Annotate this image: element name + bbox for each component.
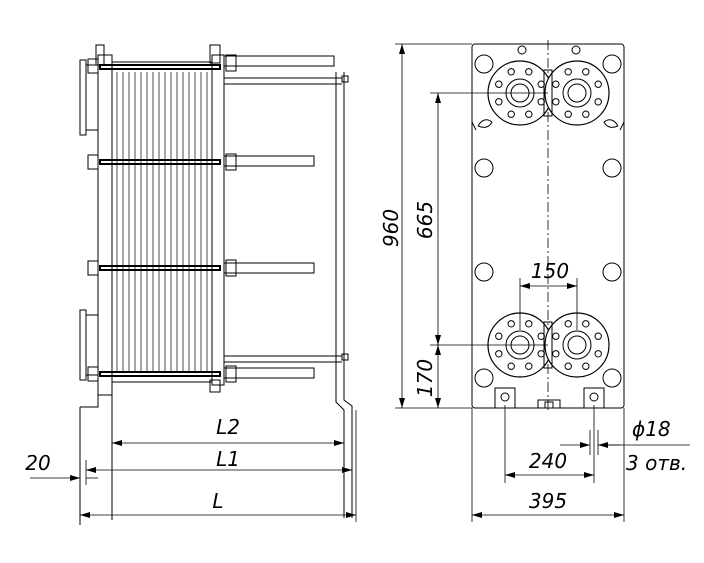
flange-bolt-hole	[564, 362, 572, 370]
dim-label-20: 20	[25, 451, 50, 475]
guide-bars	[224, 77, 342, 363]
flange-bolt-hole	[507, 362, 515, 370]
lower-nozzle-flange	[85, 314, 99, 376]
flange-bolt-hole	[525, 110, 533, 118]
flange-bolt-hole	[495, 80, 503, 88]
top-right-nozzle	[544, 60, 610, 126]
front-view-dimensions	[395, 43, 690, 522]
guide-hole-right	[571, 45, 581, 55]
dim-label-960: 960	[379, 209, 403, 247]
flange-bolt-hole	[495, 332, 503, 340]
flange-bolt-hole	[564, 110, 572, 118]
guide-slot-right	[603, 119, 619, 128]
flange-bolt-hole	[495, 350, 503, 358]
flange-bolt-hole	[594, 80, 602, 88]
flange-bolt-hole	[582, 68, 590, 76]
tie-bolt-1	[87, 54, 335, 74]
flange-bolt-hole	[507, 110, 515, 118]
flange-bolt-hole	[552, 98, 560, 106]
flange-bolt-hole	[495, 98, 503, 106]
dim-label-l: L	[212, 489, 223, 513]
flange-bolt-hole	[582, 110, 590, 118]
tie-bolt-3	[87, 259, 315, 277]
front-feet	[494, 387, 605, 409]
dim-label-395: 395	[529, 489, 567, 513]
frame-bolt-holes	[474, 54, 622, 388]
side-view	[79, 44, 353, 525]
dim-label-240: 240	[529, 449, 567, 473]
flange-bolt-hole	[552, 332, 560, 340]
upper-nozzle-face	[79, 59, 87, 136]
flange-bolt-hole	[525, 68, 533, 76]
lower-nozzle-face	[79, 309, 87, 381]
pressure-plate-bottom-ear	[209, 379, 221, 393]
flange-bolt-hole	[564, 68, 572, 76]
flange-bolt-hole	[564, 320, 572, 328]
flange-bolt-hole	[525, 362, 533, 370]
guide-slot-left	[477, 119, 493, 128]
flange-bolt-hole	[582, 362, 590, 370]
dim-label-l1: L1	[216, 447, 240, 471]
flange-bolt-hole	[507, 68, 515, 76]
flange-bolt-hole	[552, 350, 560, 358]
flange-bolt-hole	[582, 320, 590, 328]
tie-bolt-4	[87, 365, 315, 383]
upper-nozzle-flange	[85, 64, 99, 131]
flange-bolt-hole	[594, 98, 602, 106]
front-view	[471, 40, 625, 412]
side-view-dimensions	[30, 410, 357, 525]
flange-bolt-holes	[495, 68, 602, 370]
support-column	[335, 72, 353, 518]
hole-diameter-label: ϕ18	[632, 417, 671, 441]
flange-bolt-hole	[594, 332, 602, 340]
dim-label-170: 170	[413, 359, 437, 397]
pressure-plate-top-ear	[209, 44, 221, 64]
hole-count-label: 3 отв.	[626, 451, 687, 475]
tie-bolts	[87, 54, 335, 383]
base-foot	[79, 394, 113, 525]
dim-label-665: 665	[413, 201, 437, 239]
flange-bolt-hole	[507, 320, 515, 328]
dim-label-l2: L2	[216, 415, 240, 439]
pressure-plate	[211, 54, 225, 386]
fixed-plate	[97, 54, 113, 396]
guide-hole-left	[517, 45, 527, 55]
dim-label-150: 150	[531, 259, 569, 283]
flange-bolt-hole	[552, 80, 560, 88]
plate-pack	[111, 61, 213, 383]
flange-bolt-hole	[525, 320, 533, 328]
flange-bolt-hole	[594, 350, 602, 358]
tie-bolt-2	[87, 153, 315, 171]
